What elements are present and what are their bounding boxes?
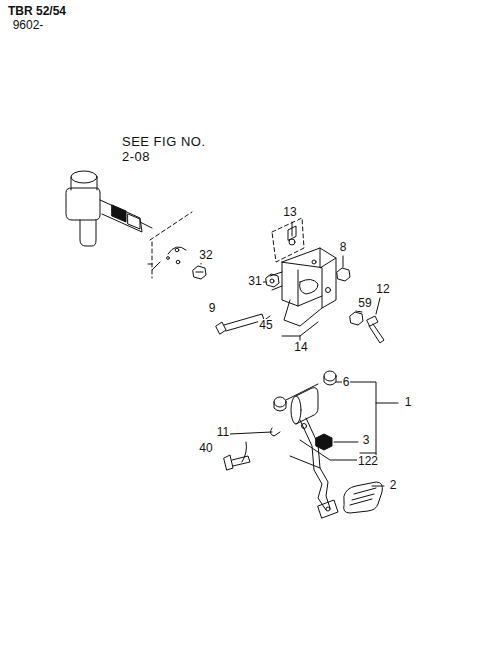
master-cylinder [66, 171, 152, 246]
bushing [274, 371, 336, 411]
callout-number: 40 [198, 442, 213, 456]
callout-number: 31 [247, 275, 262, 289]
pedal-bracket [270, 248, 336, 326]
callout-number: 45 [258, 319, 273, 333]
nut [193, 266, 206, 279]
callout-number: 13 [282, 206, 297, 220]
callout-number: 14 [293, 341, 308, 355]
callout-number: 11 [216, 426, 230, 440]
nut [350, 312, 363, 325]
callout-number: 32 [198, 249, 213, 263]
callout-number: 3 [362, 434, 371, 448]
date-code: 9602- [12, 19, 45, 33]
dash-panel [150, 212, 192, 278]
callout-number: 2 [389, 479, 398, 493]
mount-holes [167, 247, 186, 264]
stopper [316, 434, 332, 450]
clutch-pedal [291, 388, 338, 518]
bolt [224, 455, 250, 470]
nut [337, 268, 350, 281]
bolt [367, 316, 384, 343]
pedal-pad [344, 482, 383, 513]
nut [266, 274, 279, 287]
callout-number: 59 [357, 297, 372, 311]
callout-number: 9 [208, 302, 217, 316]
page-title: TBR 52/54 [8, 4, 66, 18]
callout-number: 6 [342, 376, 351, 390]
callout-number: 8 [339, 241, 348, 255]
callout-number: 1 [404, 396, 413, 410]
reference-note: SEE FIG NO. 2-08 [121, 135, 223, 165]
leader-lines [148, 222, 398, 486]
callout-number: 12 [375, 283, 390, 297]
bolt [216, 314, 264, 334]
group-bracket [282, 322, 318, 340]
callout-number: 122 [357, 455, 379, 469]
